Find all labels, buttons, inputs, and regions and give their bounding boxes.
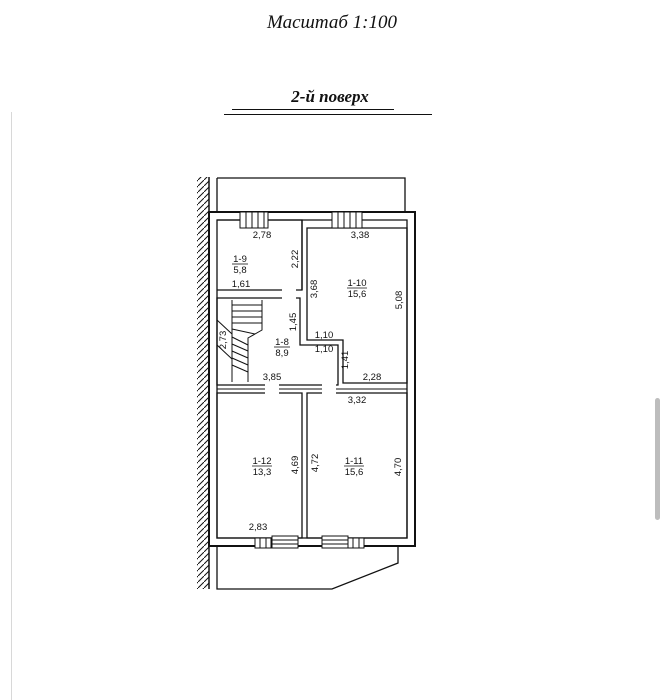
room-1-10-area: 15,6 [348,289,367,300]
room-1-9-area: 5,8 [233,265,246,276]
dim-label: 2,73 [218,331,229,350]
title-underline [232,109,394,110]
dim-label: 1,61 [232,279,251,290]
dim-label: 4,70 [393,458,404,477]
room-1-11-area: 15,6 [345,467,364,478]
room-1-11-walls [306,392,408,539]
dim-label: 2,22 [290,250,301,269]
dim-label: 1,10 [315,344,334,355]
window [239,211,269,229]
window [271,535,299,549]
dim-label: 2,28 [363,372,382,383]
bottom-balcony [216,546,399,590]
dim-label: 3,85 [263,372,282,383]
dim-label: 2,83 [249,522,268,533]
scale-title: Масштаб 1:100 [267,12,397,33]
dim-label: 3,38 [351,230,370,241]
dim-label: 3,32 [348,395,367,406]
window [331,211,363,229]
door-gap [282,288,296,300]
room-1-10-walls [306,227,408,384]
room-1-9-id: 1-9 [233,254,247,265]
dim-label: 1,45 [288,313,299,332]
page-edge-line [11,112,12,700]
dim-label: 5,08 [394,291,405,310]
dim-label: 4,72 [310,454,321,473]
door-gap [300,352,309,366]
top-balcony [216,177,406,213]
window [347,537,365,549]
floor-title: 2-й поверх [291,87,369,106]
room-1-12-id: 1-12 [252,456,271,467]
exterior-wall-hatch [197,177,209,589]
window [254,537,272,549]
room-1-8-area: 8,9 [275,348,288,359]
title-underline-2 [224,114,432,115]
room-1-12-area: 13,3 [253,467,272,478]
dim-label: 4,69 [290,456,301,475]
dim-label: 3,68 [309,280,320,299]
dim-label: 1,41 [340,351,351,370]
scrollbar[interactable] [655,398,660,520]
dim-label: 1,10 [315,330,334,341]
room-1-8-id: 1-8 [275,337,289,348]
stairs [216,300,263,382]
door-gap [265,381,279,395]
window [321,535,349,549]
room-1-11-id: 1-11 [345,456,363,467]
door-gap [322,381,336,395]
room-1-8-walls [216,297,339,386]
room-1-10-id: 1-10 [347,278,366,289]
dim-label: 2,78 [253,230,272,241]
